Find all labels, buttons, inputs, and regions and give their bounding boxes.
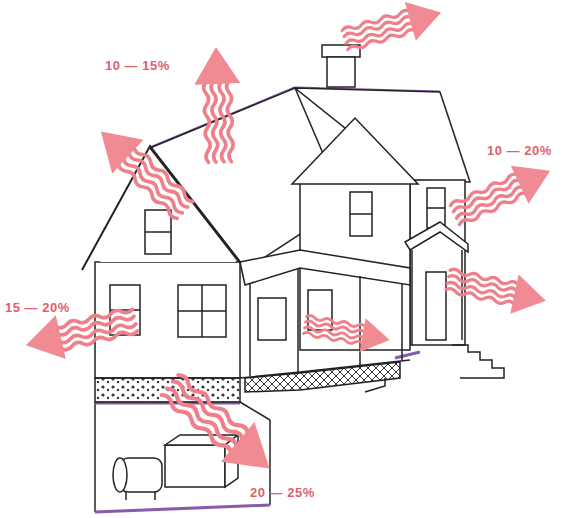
percentage-label: 20 — 25% [250,485,315,500]
heat-arrow [302,308,393,357]
entry-portico [405,222,504,378]
heat-arrow [153,365,286,488]
heat-loss-arrows [21,0,559,488]
percentage-label: 15 — 20% [5,300,70,315]
porch [240,250,410,392]
main-house [292,45,470,350]
heat-arrow [444,260,550,320]
heat-arrow [193,46,243,163]
percentage-label: 10 — 20% [487,143,552,158]
heat-arrow [85,115,200,227]
heat-arrow [446,152,559,234]
heat-arrow [339,0,446,59]
percentage-label: 10 — 15% [105,58,170,73]
